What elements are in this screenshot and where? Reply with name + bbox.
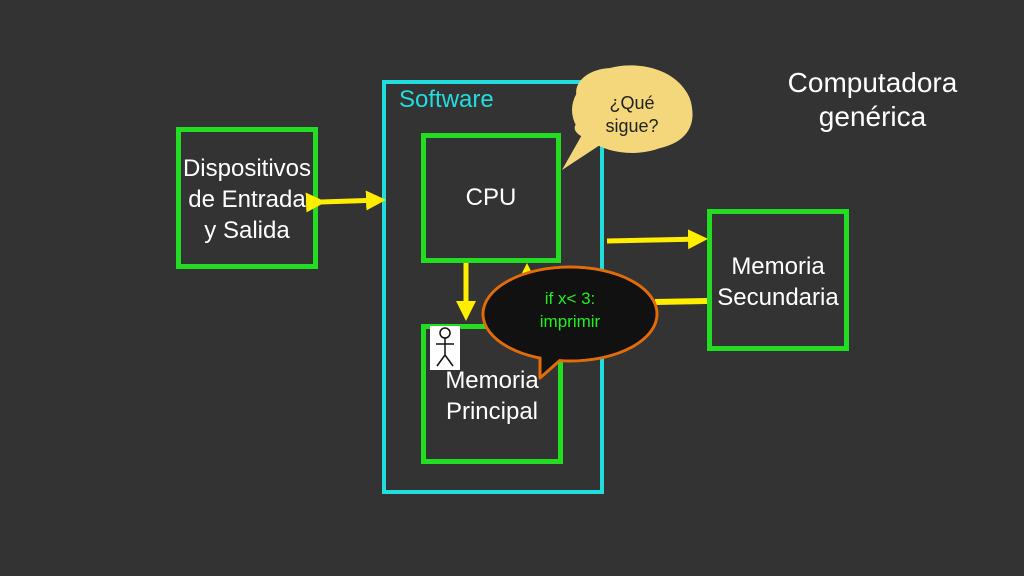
cpu-label: CPU: [465, 184, 517, 211]
software-label: Software: [399, 86, 494, 113]
diagram-title: Computadora genérica: [770, 66, 975, 134]
io-devices-line-2: de Entrada: [188, 186, 306, 213]
main-memory-label: Memoria Principal: [421, 365, 563, 427]
code-line-1: if x< 3:: [544, 289, 596, 308]
io-devices-line-3: y Salida: [204, 217, 290, 244]
secondary-memory-line-1: Memoria: [731, 253, 825, 280]
stick-figure-icon: [430, 326, 460, 370]
cpu-box: [421, 133, 561, 263]
title-line-1: Computadora: [787, 67, 958, 98]
code-line-2: imprimir: [539, 312, 601, 331]
main-memory-line-1: Memoria: [445, 367, 539, 394]
title-line-2: genérica: [818, 101, 927, 132]
question-bubble-text: ¿Qué sigue?: [592, 92, 672, 138]
main-memory-line-2: Principal: [445, 398, 539, 425]
io-double-arrow: [305, 190, 386, 213]
secondary-memory-label: Memoria Secundaria: [700, 251, 856, 313]
question-line-2: sigue?: [605, 116, 659, 136]
question-line-1: ¿Qué: [609, 93, 655, 113]
io-devices-label: Dispositivos de Entrada y Salida: [170, 153, 324, 246]
code-bubble-text: if x< 3: imprimir: [520, 287, 620, 333]
from-secondary-line: [654, 298, 708, 305]
secondary-memory-line-2: Secundaria: [717, 284, 839, 311]
secondary-memory-box: [707, 209, 849, 351]
to-secondary-arrow: [606, 229, 708, 250]
io-devices-line-1: Dispositivos: [182, 155, 312, 182]
